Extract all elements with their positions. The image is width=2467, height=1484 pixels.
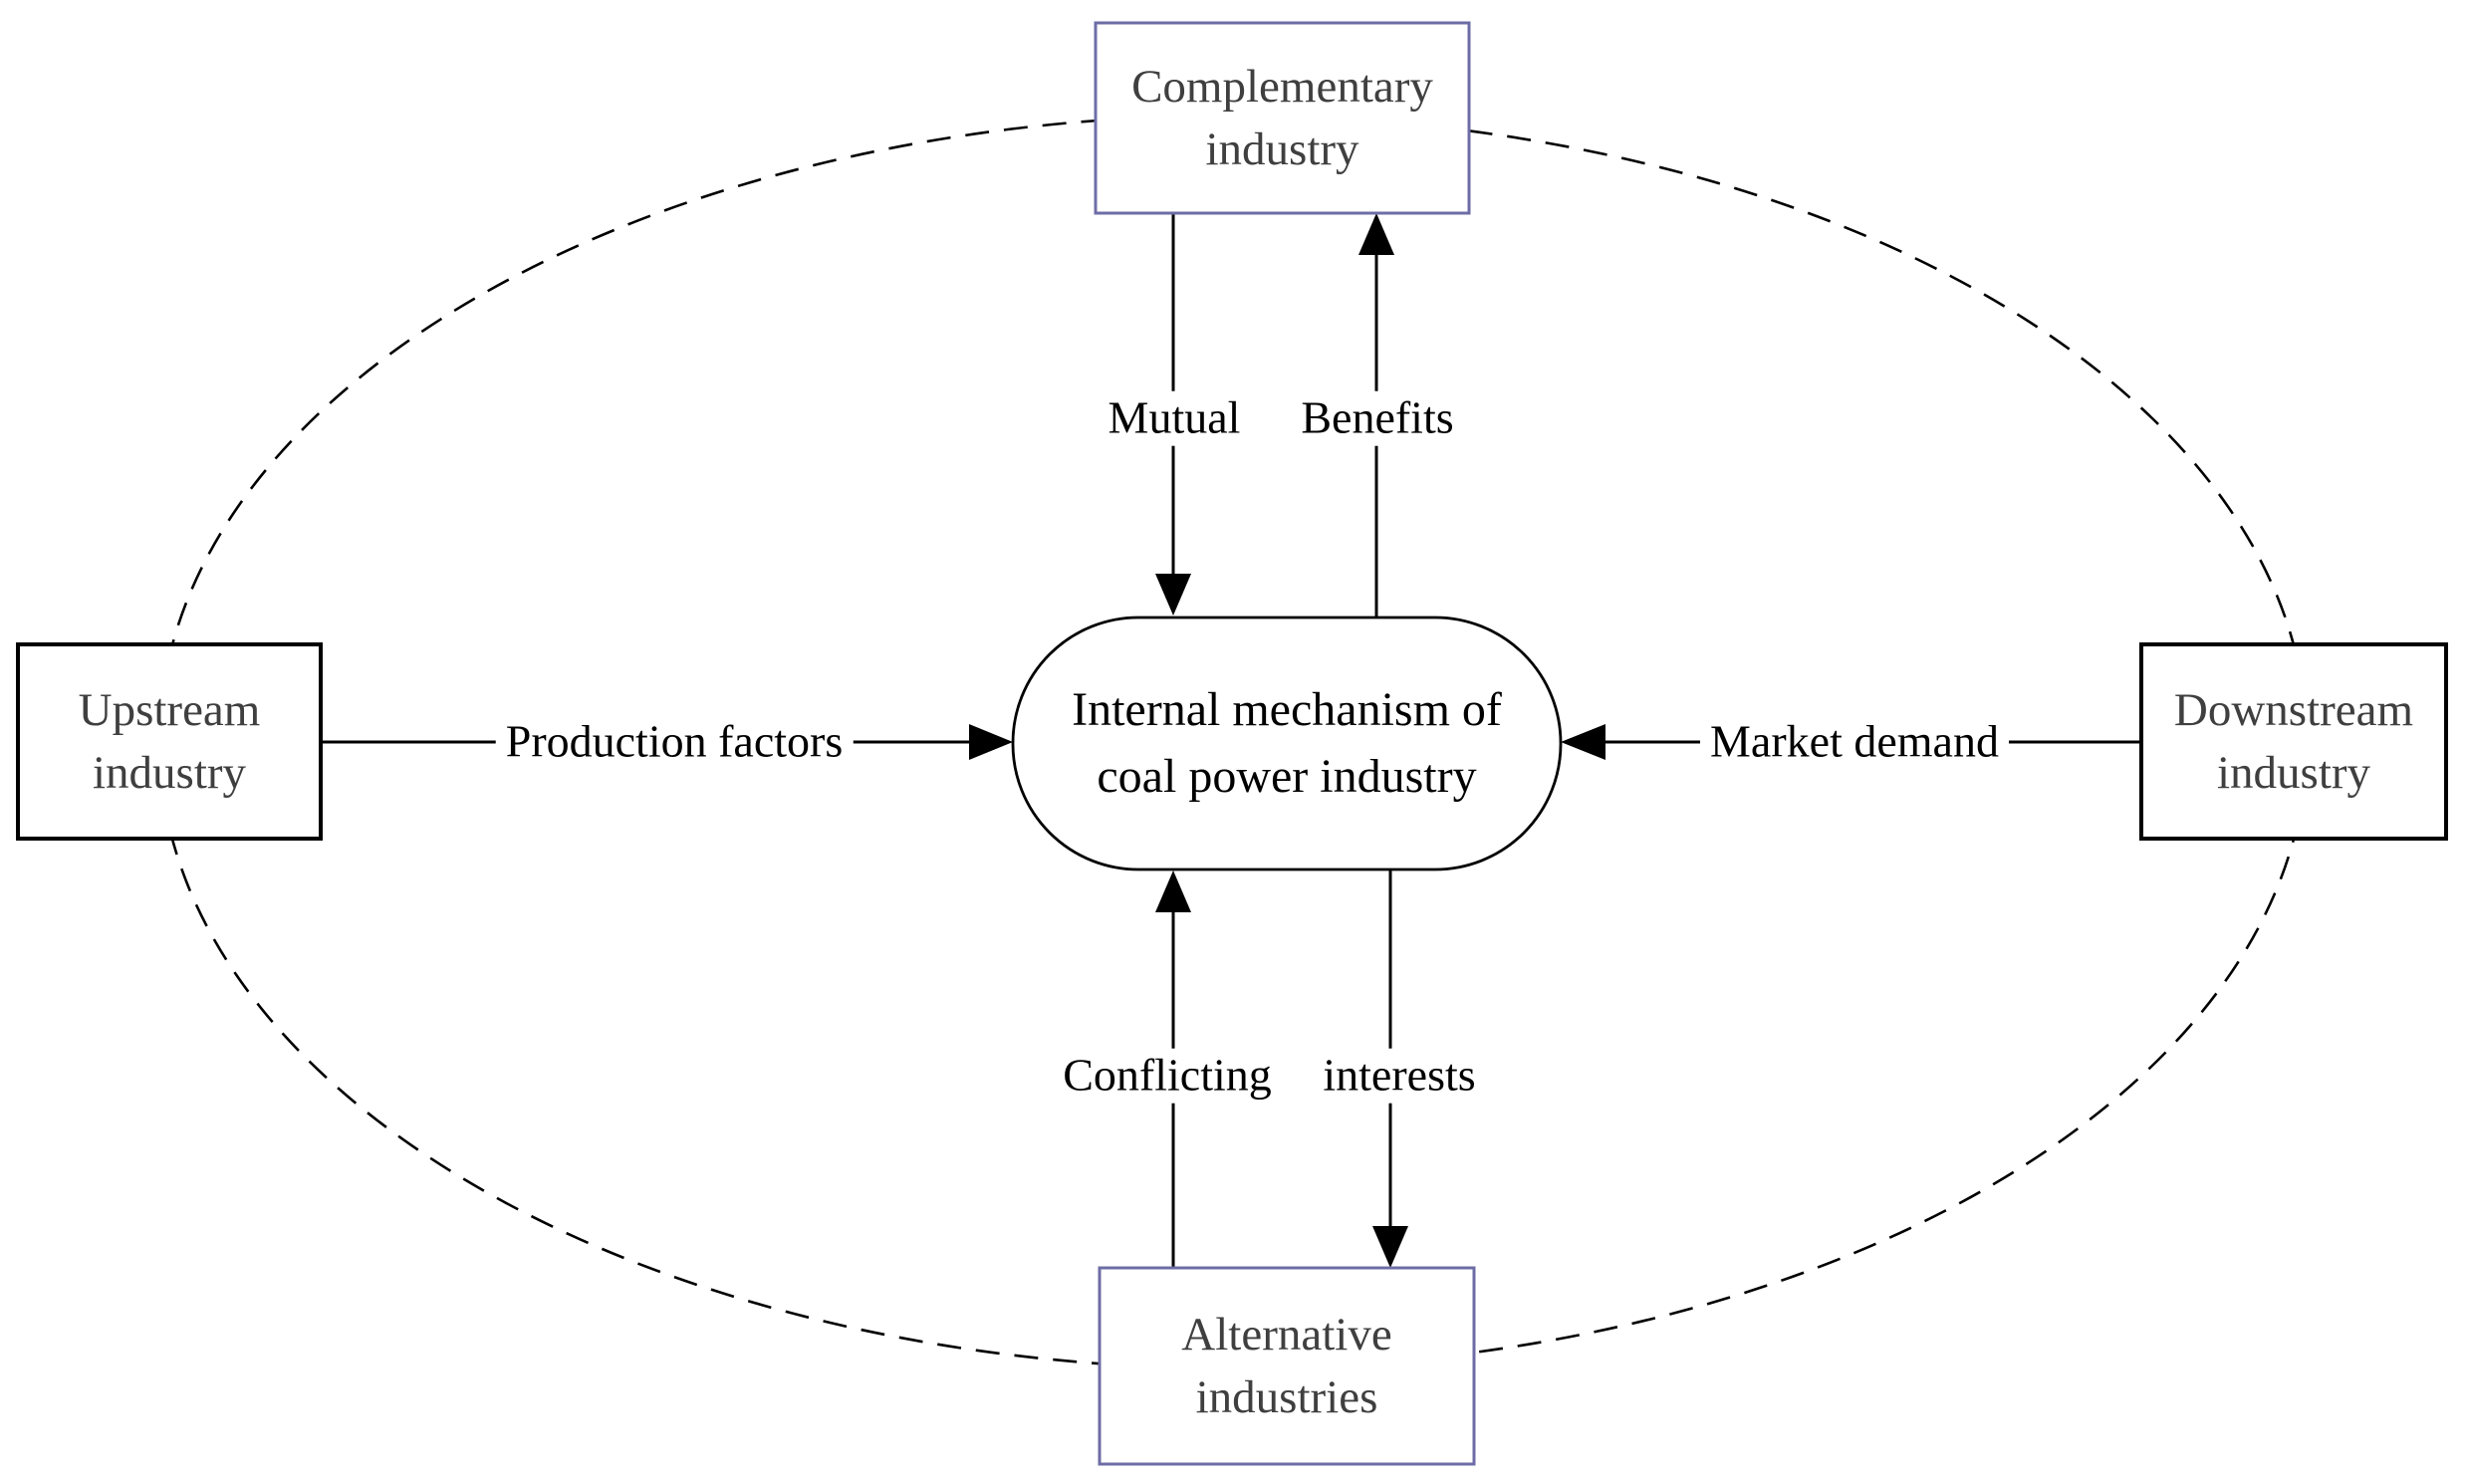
upstream-industry-box — [16, 642, 323, 841]
arrowheads — [969, 213, 1605, 1268]
market-demand-arrowhead — [1561, 724, 1605, 760]
complementary-industry-box — [1094, 21, 1471, 215]
center-stadium — [1011, 616, 1563, 871]
conflicting-arrowhead — [1155, 870, 1191, 912]
alternative-industries-box — [1098, 1266, 1476, 1466]
mutual-arrowhead — [1155, 574, 1191, 616]
benefits-arrowhead — [1358, 213, 1394, 255]
production-factors-arrowhead — [969, 724, 1013, 760]
connector-lines — [321, 213, 2141, 1267]
downstream-industry-box — [2139, 642, 2448, 841]
interests-arrowhead — [1372, 1226, 1408, 1268]
